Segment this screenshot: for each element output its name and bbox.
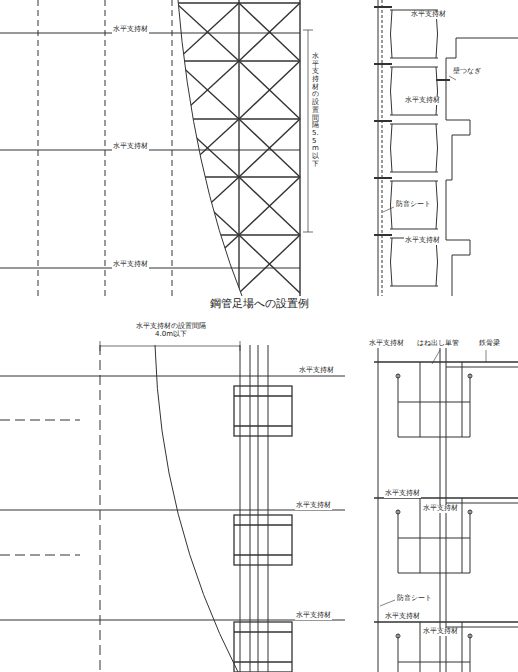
part-label: 防音シート <box>395 201 432 209</box>
dimension-line <box>100 341 240 351</box>
figure-caption: 鋼管足場への設置例 <box>208 296 311 311</box>
steel-column <box>240 345 268 672</box>
wall-tie <box>436 79 450 81</box>
dimension-text: 水平支持材の設置間隔 4.0m以下 <box>125 323 217 338</box>
part-label: 水平支持材 <box>422 628 459 636</box>
hanging-scaffold-section <box>374 362 518 672</box>
leader-line <box>383 76 456 212</box>
sheet-edge <box>155 345 238 672</box>
part-label: 水平支持材 <box>422 505 459 513</box>
sheet-edge <box>178 0 242 296</box>
part-label: 水平支持材 <box>404 237 441 245</box>
part-label: 水平支持材 <box>112 143 149 151</box>
dimension-text: 水平支持材の設置間隔5.5m以下 <box>312 52 319 169</box>
soundproof-sheet <box>378 0 382 296</box>
steel-pipe-scaffold <box>176 0 300 296</box>
part-label: 水平支持材 <box>404 97 441 105</box>
part-label: 水平支持材 <box>384 490 421 498</box>
leader-line <box>380 350 486 606</box>
hanging-scaffold <box>234 386 292 672</box>
part-label: 鉄骨梁 <box>478 340 501 348</box>
part-label: 水平支持材 <box>368 340 405 348</box>
part-label: 水平支持材 <box>295 502 332 510</box>
soundproof-sheet <box>378 345 379 672</box>
dashed-line <box>0 345 100 672</box>
part-label: 防音シート <box>396 595 433 603</box>
part-label: 水平支持材 <box>384 613 421 621</box>
part-label: 水平支持材 <box>298 367 335 375</box>
dashed-line <box>38 0 172 296</box>
building-wall <box>446 38 518 296</box>
part-label: 水平支持材 <box>295 612 332 620</box>
part-label: 壁つなぎ <box>452 68 482 76</box>
part-label: 水平支持材 <box>112 26 149 34</box>
part-label: 水平支持材 <box>410 11 447 19</box>
horizontal-support <box>0 376 345 620</box>
part-label: 水平支持材 <box>112 261 149 269</box>
horizontal-support <box>0 33 300 268</box>
part-label: はね出し単管 <box>416 340 460 348</box>
